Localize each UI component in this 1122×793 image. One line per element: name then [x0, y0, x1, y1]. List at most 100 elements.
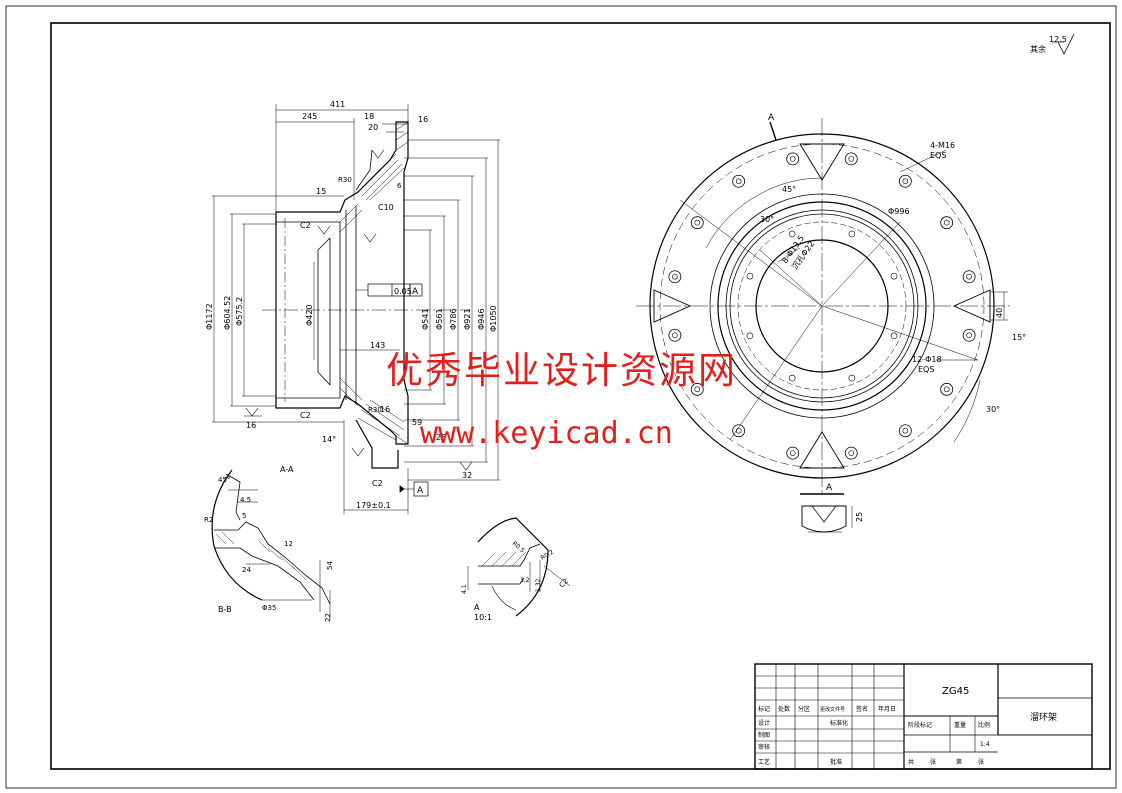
bb-dim-4.5: 4.5 — [240, 496, 251, 504]
plan-view — [636, 118, 1010, 533]
tb-col-docno: 更改文件号 — [820, 706, 845, 713]
dim-25-plan: 25 — [855, 512, 864, 522]
tolerance-datum: A — [412, 287, 419, 297]
bb-dim-22: 22 — [324, 613, 332, 622]
plan-view-labels: 4-M16 EQS 12-Φ18 EQS 8-Φ13.5 沉孔Φ22 Φ996 … — [760, 113, 1026, 522]
bolt-hole — [962, 270, 976, 284]
tb-scale: 比例 — [978, 721, 990, 729]
roughness-label: 其余 — [1030, 44, 1046, 54]
bolt-hole — [844, 152, 858, 166]
dim-6: 6 — [397, 182, 402, 190]
title-block — [754, 663, 1093, 770]
bolt-hole — [786, 152, 800, 166]
section-mark-top: A — [768, 113, 775, 123]
label-a: A — [474, 603, 480, 612]
dim-c2-top: C2 — [300, 221, 311, 230]
angle-15: 15° — [1012, 333, 1026, 342]
bolt-hole-center — [848, 450, 855, 456]
title-block-text: ZG45 溜环架 标记 设计 制图 审核 工艺 处数 分区 更改文件号 签名 年… — [758, 686, 1057, 766]
datum-label: A — [417, 486, 424, 496]
tb-col-count: 处数 — [778, 705, 790, 713]
dim-143: 143 — [370, 341, 385, 350]
bb-dim-5: 5 — [242, 512, 246, 520]
bolt-hole-center — [848, 156, 855, 162]
tb-weight: 重量 — [954, 721, 966, 729]
dim-59: 59 — [412, 418, 422, 427]
bolt-hole — [898, 174, 912, 188]
tb-scale-value: 1:4 — [980, 741, 990, 748]
bolt-hole — [844, 446, 858, 460]
holes-top-label: 4-M16 — [930, 141, 955, 150]
bolt-hole-center — [789, 450, 796, 456]
bb-dim-54: 54 — [326, 561, 334, 570]
dim-16-low: 16 — [380, 405, 390, 414]
tb-row-draw: 制图 — [758, 731, 770, 739]
inner-hole — [890, 332, 898, 340]
roughness-symbol: 12.5 其余 — [1030, 33, 1075, 55]
dim-16-left: 16 — [246, 421, 256, 430]
detail-bb — [211, 469, 331, 620]
bolt-hole-center — [902, 427, 909, 434]
inner-hole — [746, 272, 754, 280]
dim-d561: Φ561 — [435, 308, 444, 330]
inner-hole — [890, 272, 898, 280]
a-dim-4.1: 4.1 — [461, 584, 468, 594]
tb-stage: 阶段标记 — [908, 721, 932, 729]
dim-20: 20 — [368, 123, 378, 132]
a-dim-r0.5: R0.5 — [511, 540, 526, 554]
bolt-hole — [962, 328, 976, 342]
tolerance-value: 0.05 — [394, 287, 412, 296]
inner-hole — [746, 332, 754, 340]
a-dim-1.32: 1.32 — [535, 578, 542, 592]
dim-245: 245 — [302, 112, 317, 121]
dim-c2-low: C2 — [300, 411, 311, 420]
section-view — [212, 104, 500, 514]
dim-40: 40 — [995, 308, 1004, 318]
a-dim-c2: C2 — [558, 577, 570, 589]
bolt-hole-center — [943, 386, 950, 393]
tb-row-mark: 标记 — [758, 705, 770, 713]
a-dim-3.2: 3.2 — [520, 577, 530, 584]
bolt-hole — [690, 216, 704, 230]
bolt-hole — [668, 270, 682, 284]
bolt-hole — [940, 382, 954, 396]
inner-hole — [788, 374, 796, 382]
bolt-hole-center — [672, 332, 678, 339]
label-a-scale: 10:1 — [474, 613, 492, 622]
dim-d604: Φ604.52 — [223, 296, 232, 330]
dim-18: 18 — [364, 112, 374, 121]
inner-hole — [848, 230, 856, 238]
inner-border — [50, 22, 1111, 770]
dim-16: 16 — [418, 115, 428, 124]
bolt-hole-center — [966, 332, 972, 339]
section-view-labels: 411 245 18 20 16 15 C10 C2 R30 6 Φ1172 Φ… — [205, 100, 498, 510]
dim-r30-low: R30 — [368, 406, 382, 414]
tb-col-date: 年月日 — [878, 705, 896, 713]
dim-d921: Φ921 — [463, 308, 472, 330]
outer-border — [5, 5, 1117, 789]
bb-dim-12: 12 — [284, 540, 293, 548]
bolt-hole — [690, 382, 704, 396]
tb-sheet-total: 共 — [908, 758, 914, 766]
roughness-value: 12.5 — [1049, 35, 1067, 44]
bolt-hole — [786, 446, 800, 460]
bb-dim-r2: R2 — [204, 516, 213, 524]
angle-30: 30° — [760, 215, 774, 224]
bolt-hole-center — [735, 178, 742, 185]
tb-sheet-label-2: 张 — [978, 758, 984, 766]
tb-material: ZG45 — [942, 686, 969, 697]
watermark-url: www.keyicad.cn — [420, 416, 673, 451]
dim-d1172: Φ1172 — [205, 303, 214, 330]
diameter-label: Φ996 — [888, 207, 910, 216]
tb-sheet-no: 第 — [956, 758, 962, 766]
detail-bb-labels: A-A B-B 45° 4.5 12 5 24 54 Φ35 22 R2 — [204, 465, 334, 622]
tb-col-sign: 签名 — [856, 705, 868, 713]
tb-std: 标准化 — [830, 719, 848, 727]
holes-bottom-sub: EQS — [918, 365, 934, 374]
angle-45: 45° — [782, 185, 796, 194]
label-bb: B-B — [218, 605, 232, 614]
bolt-hole-center — [735, 427, 742, 434]
inner-hole — [848, 374, 856, 382]
bb-dim-45: 45° — [218, 476, 230, 484]
